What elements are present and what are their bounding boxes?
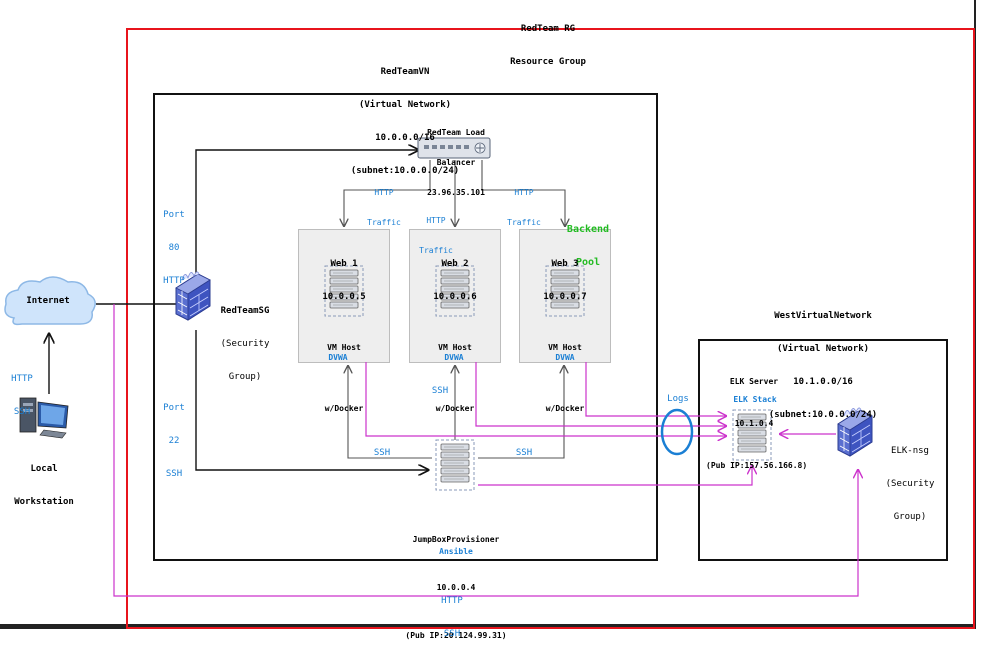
vm-web2-box [409, 229, 501, 363]
diagram-connections [4, 137, 873, 597]
elk-server-label: ELK Server 10.1.0.4 (Pub IP:157.56.166.8… [706, 377, 808, 470]
vm-web1-host: VM Host w/Docker [324, 343, 364, 413]
internet-label: Internet [26, 296, 70, 306]
workstation-label: Local Workstation [14, 464, 74, 507]
vm-web2-label: Web 2 10.0.0.6 [433, 259, 477, 302]
vm-web3-app: DVWA [555, 353, 575, 362]
vm-web3-label: Web 3 10.0.0.7 [543, 259, 587, 302]
vm-web1-app: DVWA [328, 353, 348, 362]
elk-nsg-label: ELK-nsg (Security Group) [885, 446, 935, 522]
ssh-label-center: SSH [431, 386, 449, 396]
http-ssh-label-left: HTTP SSH [11, 374, 33, 417]
http-traffic-label-right: HTTP Traffic [507, 188, 541, 227]
west-vnet-label: WestVirtualNetwork (Virtual Network) 10.… [768, 311, 878, 420]
load-balancer-icon [417, 137, 491, 159]
vm-web3-host: VM Host w/Docker [545, 343, 585, 413]
vm-web2-host: VM Host w/Docker [435, 343, 475, 413]
http-ssh-label-bottom: HTTP SSH [441, 596, 463, 639]
http-traffic-label-center: HTTP Traffic [419, 216, 453, 255]
internet-cloud-icon [4, 276, 96, 326]
ansible-label: Ansible [439, 547, 473, 556]
load-balancer-label: RedTeam Load Balancer 23.96.35.101 [427, 128, 485, 197]
http-traffic-label-left: HTTP Traffic [367, 188, 401, 227]
port-22-label: Port 22 SSH [163, 403, 185, 479]
elk-stack-label: ELK Stack [733, 395, 777, 404]
resource-group-title: RedTeam RG Resource Group [510, 24, 586, 67]
west-vnet-box [698, 339, 948, 561]
workstation-icon [19, 397, 69, 439]
redteam-vnet-label: RedTeamVN (Virtual Network) 10.0.0.0/16 … [350, 67, 460, 176]
canvas-frame [0, 0, 976, 629]
vm-web2-app: DVWA [444, 353, 464, 362]
ssh-label-left: SSH [373, 448, 391, 458]
vm-web1-label: Web 1 10.0.0.5 [322, 259, 366, 302]
redteam-sg-label: RedTeamSG (Security Group) [220, 306, 270, 382]
logs-label: Logs [667, 394, 689, 404]
ssh-label-right: SSH [515, 448, 533, 458]
jumpbox-server-icon [435, 439, 475, 491]
redteam-vnet-box [153, 93, 658, 561]
resource-group-box [126, 28, 975, 629]
port-80-label: Port 80 HTTP [163, 210, 185, 286]
backend-pool-label: Backend Pool [566, 224, 610, 268]
